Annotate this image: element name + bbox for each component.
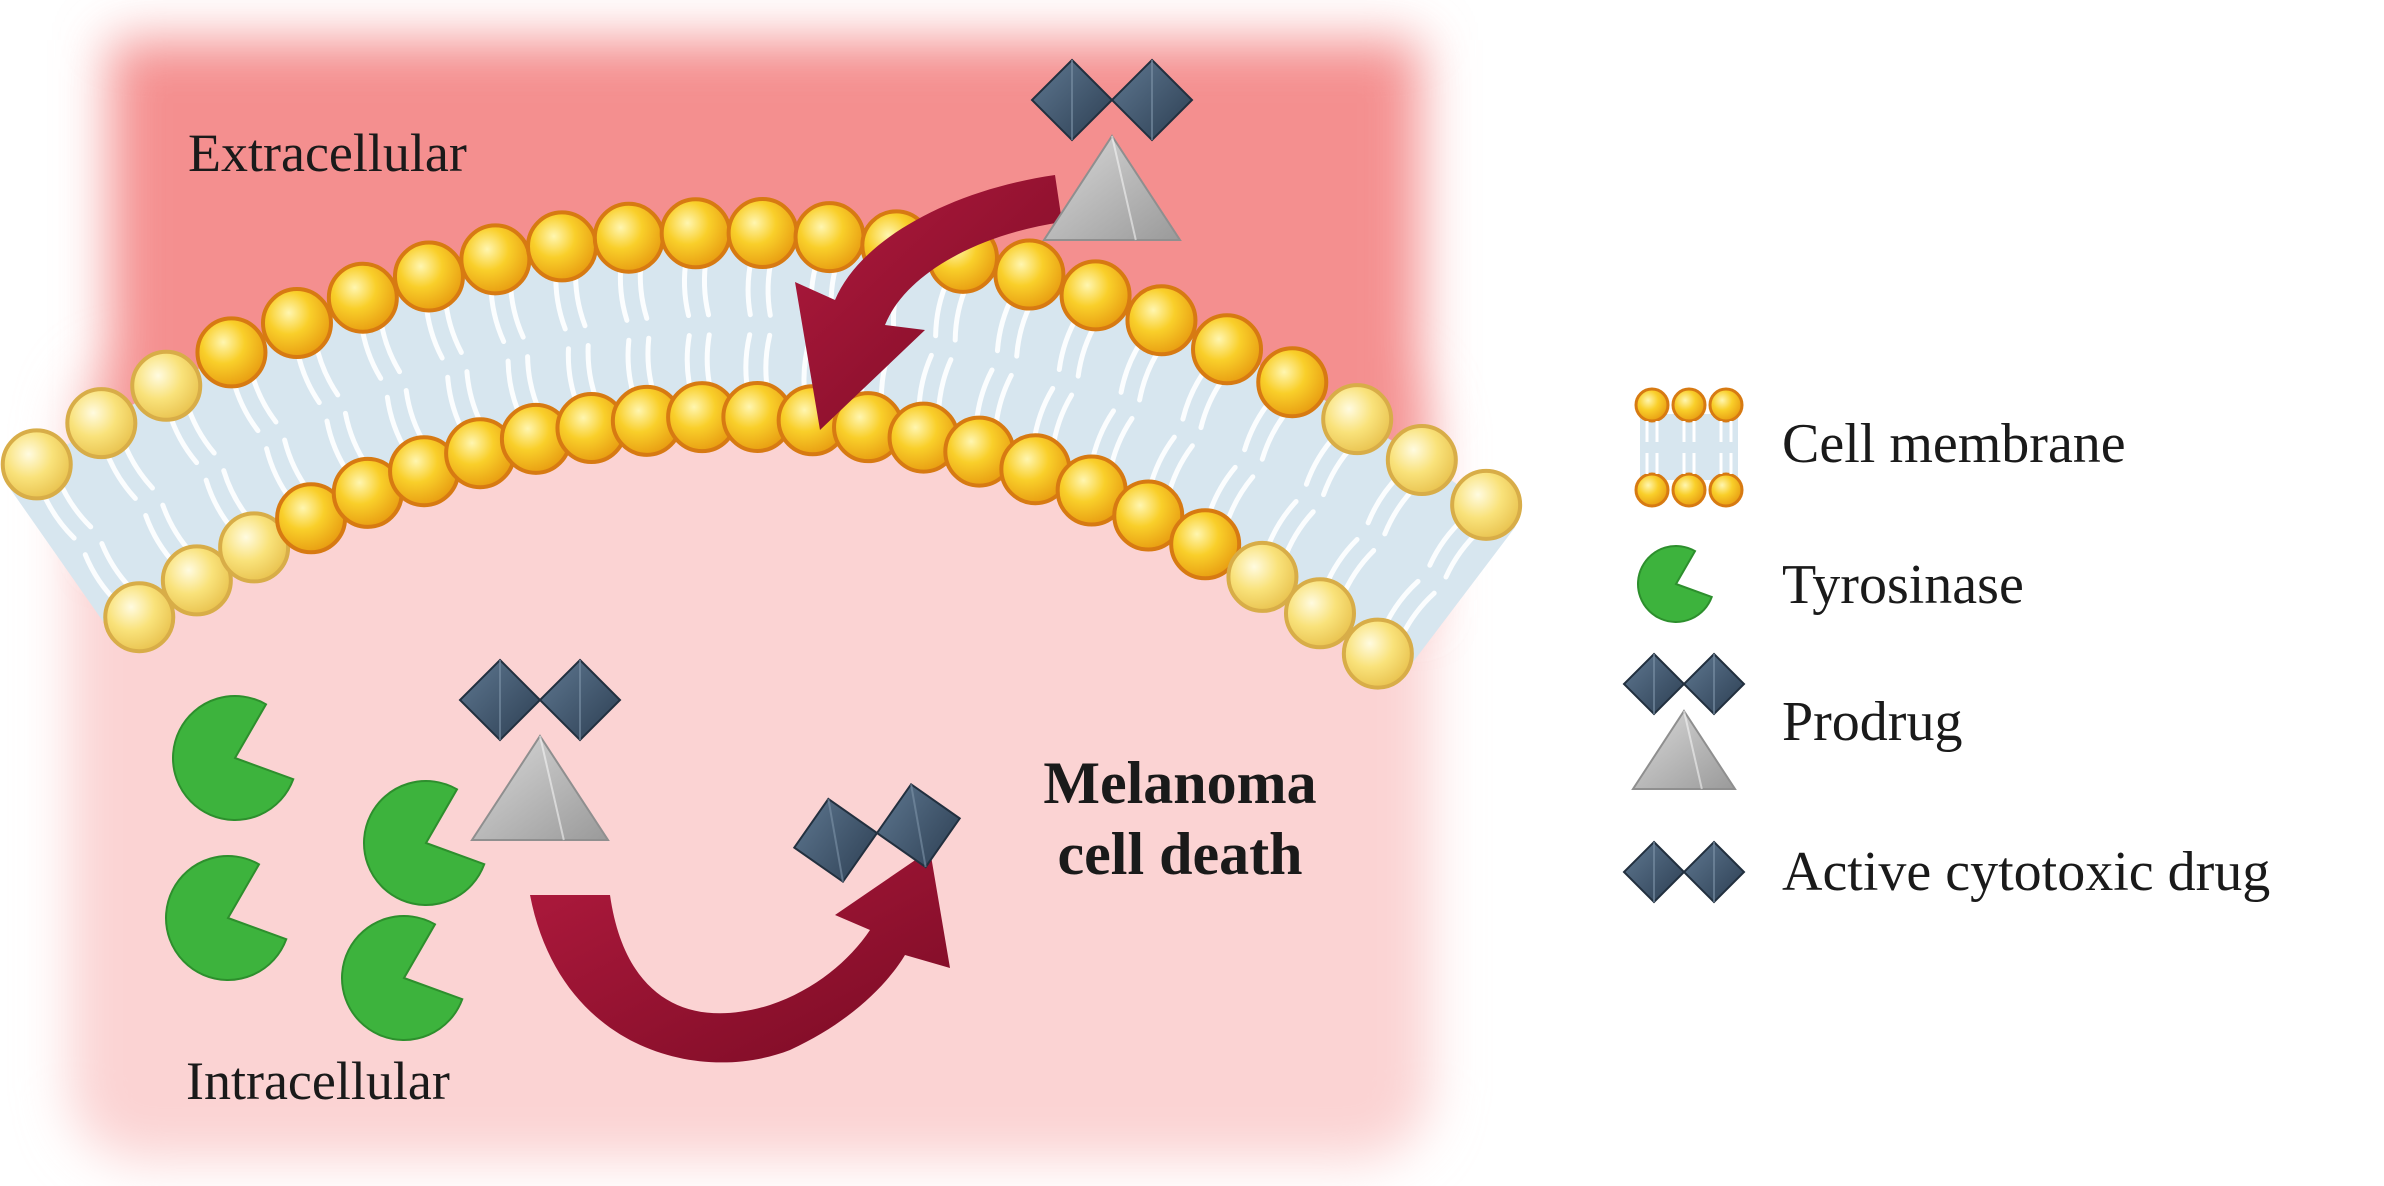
lipid-head	[1226, 540, 1299, 613]
uptake-arrow	[795, 175, 1062, 430]
legend-label-tyrosinase: Tyrosinase	[1782, 554, 2024, 616]
lipid-head	[160, 544, 233, 617]
drug-diamond-pair	[1622, 840, 1746, 904]
prodrug-carrier	[470, 734, 610, 841]
lipid-head	[525, 210, 598, 283]
cell-membrane	[0, 197, 1523, 690]
lipid-head	[1283, 577, 1356, 650]
prodrug-extracellular	[1030, 58, 1194, 241]
lipid-head	[65, 387, 138, 460]
legend-lipid-head	[1708, 387, 1744, 423]
tyrosinase-enzyme	[165, 855, 288, 981]
legend-label-prodrug: Prodrug	[1782, 691, 1963, 753]
lipid-head	[103, 581, 176, 654]
lipid-head	[1256, 346, 1329, 419]
lipid-head	[1125, 284, 1198, 357]
lipid-head	[1059, 259, 1132, 332]
prodrug-carrier	[1042, 134, 1182, 241]
legend-lipid-head	[1708, 472, 1744, 508]
lipid-head	[592, 201, 665, 274]
lipid-head	[0, 428, 73, 501]
lipid-head	[459, 223, 532, 296]
lipid-head	[392, 240, 465, 313]
lipid-head	[1169, 508, 1242, 581]
prodrug-molecule	[1030, 58, 1194, 241]
melanoma-cell-death-label: Melanoma cell death	[1000, 748, 1360, 890]
lipid-head	[260, 287, 333, 360]
tyrosinase-enzyme	[172, 695, 295, 821]
lipid-head	[726, 197, 799, 270]
legend-lipid-head	[1671, 472, 1707, 508]
prodrug-carrier	[1631, 709, 1737, 790]
prodrug-intracellular	[458, 658, 622, 841]
legend-label-active-drug: Active cytotoxic drug	[1782, 841, 2271, 903]
active-drug-icon	[1622, 840, 1746, 904]
lipid-head	[993, 238, 1066, 311]
cell-membrane-icon	[1634, 387, 1744, 508]
lipid-head	[1450, 468, 1523, 541]
lipid-head	[793, 201, 866, 274]
legend-lipid-head	[1671, 387, 1707, 423]
lipid-head	[326, 261, 399, 334]
lipid-head	[1385, 424, 1458, 497]
activation-arrow	[530, 850, 950, 1063]
lipid-head	[1321, 383, 1394, 456]
tyrosinase-group	[165, 695, 486, 1041]
result-line-2: cell death	[1057, 820, 1303, 887]
drug-diamond-pair	[792, 782, 962, 884]
active-cytotoxic-drug-released	[792, 782, 962, 884]
tyrosinase-enzyme	[363, 780, 486, 906]
prodrug-molecule	[1622, 652, 1746, 790]
lipid-head	[218, 511, 291, 584]
lipid-head	[130, 349, 203, 422]
prodrug-molecule	[458, 658, 622, 841]
tyrosinase-enzyme	[341, 915, 464, 1041]
tyrosinase-icon	[1637, 545, 1713, 623]
intracellular-label: Intracellular	[186, 1051, 450, 1111]
legend-lipid-head	[1634, 387, 1670, 423]
drug-diamond-pair	[1030, 58, 1194, 142]
lipid-head	[659, 197, 732, 270]
lipid-head	[1112, 479, 1185, 552]
result-line-1: Melanoma	[1043, 750, 1317, 816]
lipid-head	[195, 316, 268, 389]
lipid-head	[1191, 313, 1264, 386]
drug-diamond-pair	[1622, 652, 1746, 716]
legend-lipid-head	[1634, 472, 1670, 508]
drug-diamond-pair	[458, 658, 622, 742]
lipid-head	[1341, 617, 1414, 690]
legend-label-cell-membrane: Cell membrane	[1782, 413, 2126, 475]
extracellular-label: Extracellular	[188, 123, 467, 183]
tyrosinase-enzyme	[1637, 545, 1713, 623]
prodrug-icon	[1622, 652, 1746, 790]
